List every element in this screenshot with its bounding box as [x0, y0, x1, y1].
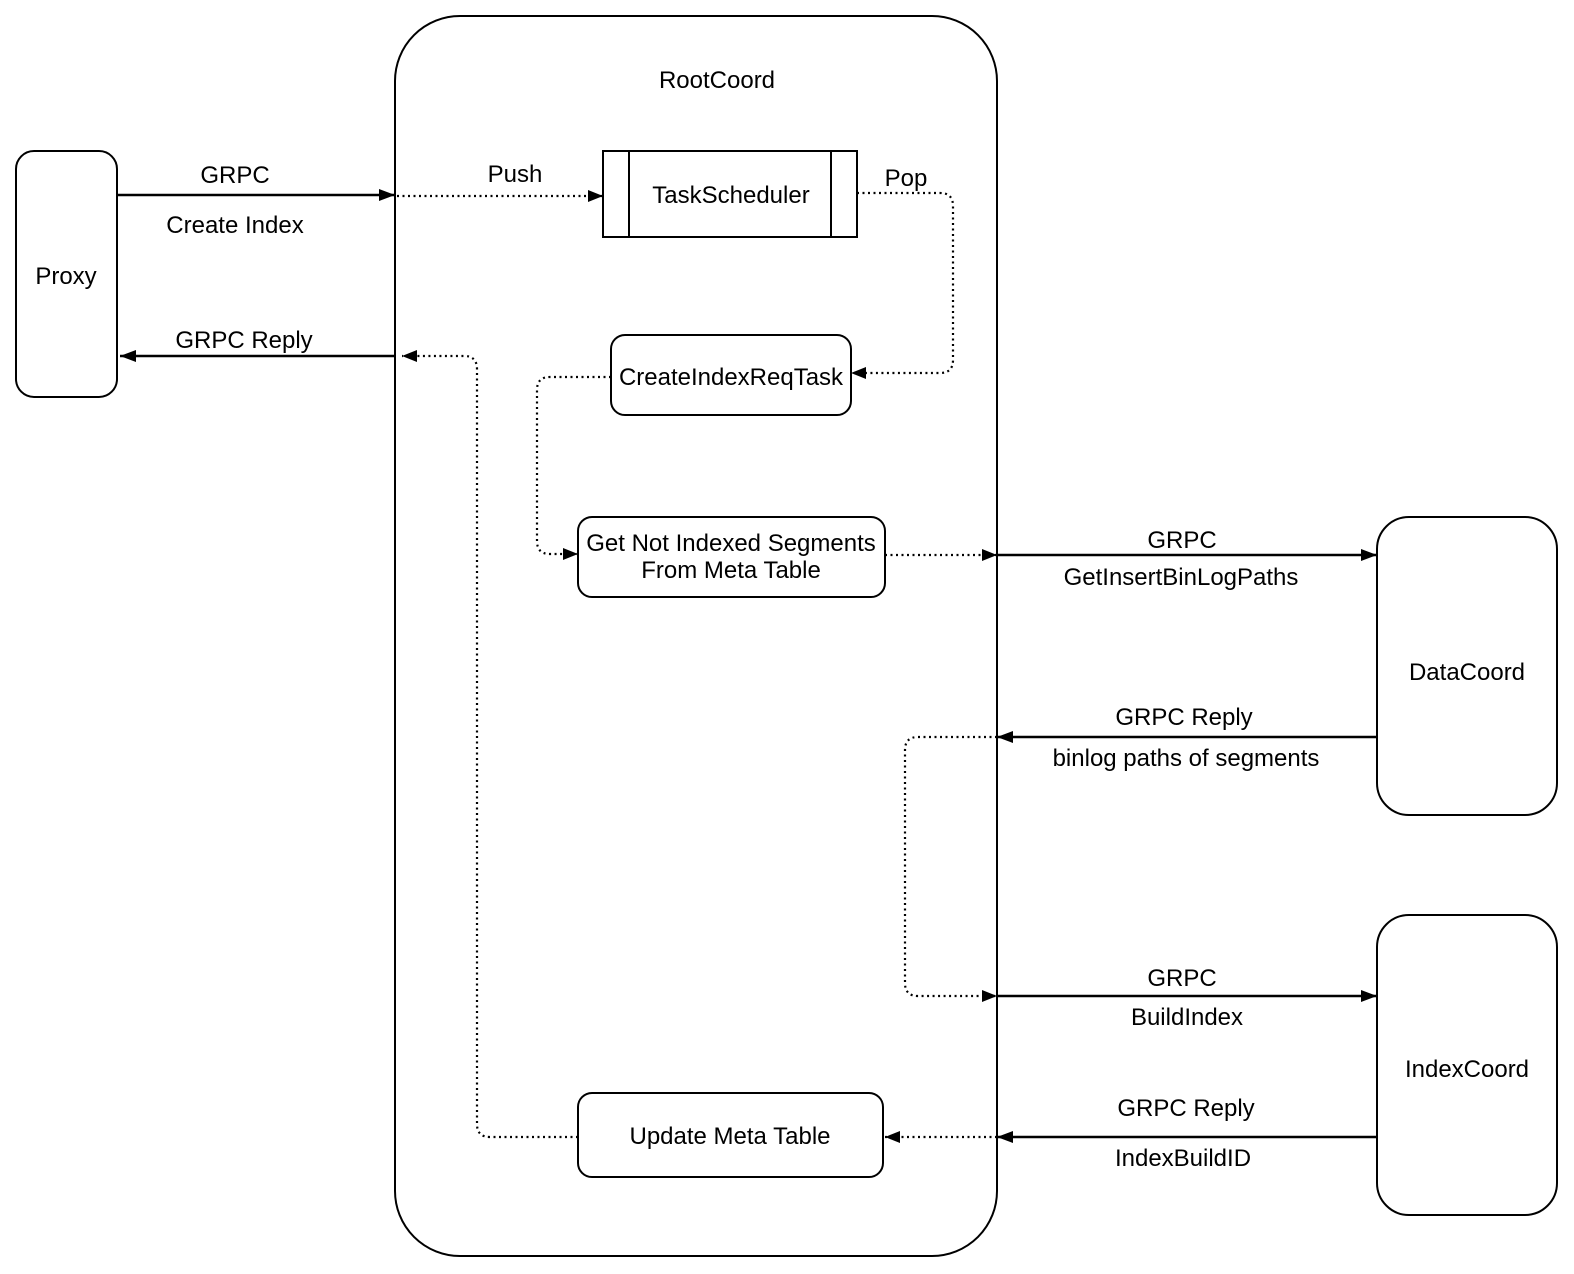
edge-grpc-create-index-label-bottom: Create Index — [166, 212, 303, 239]
edge-pop-label: Pop — [885, 165, 928, 192]
update-meta-table-label: Update Meta Table — [629, 1123, 830, 1150]
createindexreqtask-label: CreateIndexReqTask — [619, 364, 844, 391]
edge-grpc-reply-binlog-label-bottom: binlog paths of segments — [1053, 745, 1320, 772]
edge-createindexreqtask-to-getnotindexed — [535, 375, 611, 560]
get-not-indexed-segments-node — [577, 516, 886, 598]
edge-grpc-getinsertbinlogpaths-label-top: GRPC — [1147, 527, 1216, 554]
rootcoord-title: RootCoord — [659, 67, 775, 94]
get-not-indexed-segments-label-line1: Get Not Indexed Segments — [586, 530, 876, 557]
edge-grpc-create-index-label-top: GRPC — [200, 162, 269, 189]
edge-grpc-buildindex-label-top: GRPC — [1147, 965, 1216, 992]
edge-border-loop-datacoord-to-buildindex — [903, 735, 997, 1002]
datacoord-label: DataCoord — [1409, 659, 1525, 686]
edge-updatemetatable-to-reply — [402, 350, 578, 1139]
edge-push-label: Push — [488, 161, 543, 188]
indexcoord-node — [1376, 914, 1558, 1216]
proxy-label: Proxy — [35, 263, 96, 290]
edge-pop — [851, 191, 955, 379]
taskscheduler-label: TaskScheduler — [652, 182, 809, 209]
edge-grpc-reply-to-proxy-label: GRPC Reply — [175, 327, 312, 354]
edge-grpc-buildindex-label-bottom: BuildIndex — [1131, 1004, 1243, 1031]
update-meta-table-node — [577, 1092, 884, 1178]
taskscheduler-node — [602, 150, 858, 238]
edge-grpc-getinsertbinlogpaths-label-bottom: GetInsertBinLogPaths — [1064, 564, 1299, 591]
rootcoord-container — [394, 15, 998, 1257]
proxy-node — [15, 150, 118, 398]
datacoord-node — [1376, 516, 1558, 816]
edge-grpc-reply-indexbuildid-label-top: GRPC Reply — [1117, 1095, 1254, 1122]
indexcoord-label: IndexCoord — [1405, 1056, 1529, 1083]
edge-grpc-reply-binlog-label-top: GRPC Reply — [1115, 704, 1252, 731]
edge-grpc-reply-indexbuildid-label-bottom: IndexBuildID — [1115, 1145, 1251, 1172]
get-not-indexed-segments-label-line2: From Meta Table — [641, 557, 821, 584]
